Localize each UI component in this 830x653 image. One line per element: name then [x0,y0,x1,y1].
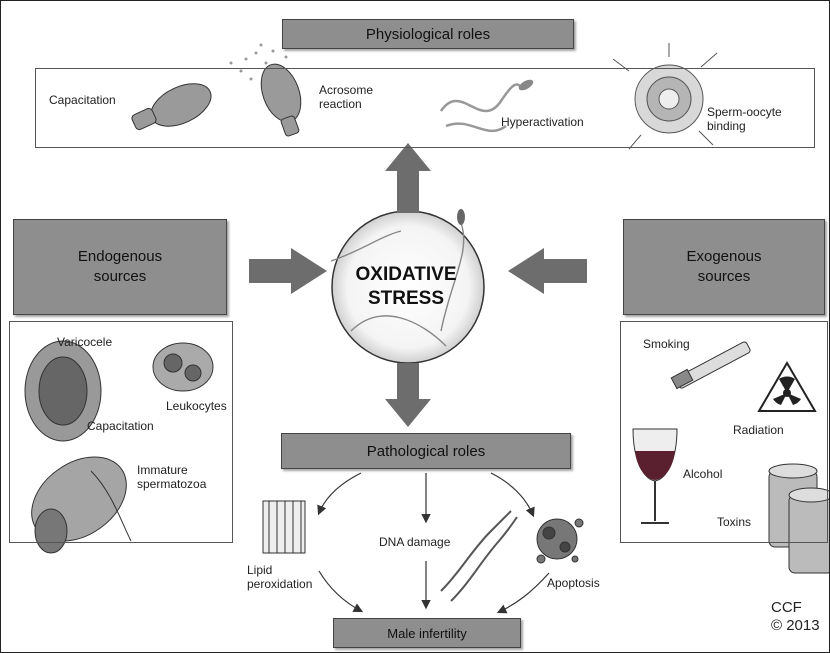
acrosome-icon [260,63,302,137]
oxidative-stress-label: OXIDATIVE STRESS [355,264,457,309]
exogenous-sources-box: Exogenous sources [623,219,825,315]
lipid-bilayer-icon [262,500,306,554]
hyperactivation-label: Hyperactivation [501,115,584,129]
sperm-head-icon [131,83,212,131]
radiation-icon [757,361,817,412]
wine-glass-icon [632,428,678,524]
acrosome-dots-icon [229,43,288,81]
exogenous-panel [620,321,828,543]
lipid-peroxidation-label: Lipid peroxidation [247,563,313,591]
endogenous-panel [9,321,233,543]
arrow-down-icon [385,363,431,427]
varicocele-label: Varicocele [57,335,113,349]
acrosome-reaction-label: Acrosome reaction [319,83,374,111]
dna-damage-label: DNA damage [379,535,451,549]
smoking-label: Smoking [643,337,690,351]
apoptosis-label: Apoptosis [547,576,600,590]
dna-helix-icon [440,510,518,602]
varicocele-icon [24,340,102,442]
sperm-oocyte-binding-label: Sperm-oocyte binding [707,105,782,133]
male-infertility-box: Male infertility [333,618,521,648]
apoptosis-cell-icon [536,518,584,564]
alcohol-label: Alcohol [683,467,723,481]
physiological-roles-panel [35,68,815,148]
hyperactivation-icon [439,79,534,133]
radiation-label: Radiation [733,423,784,437]
endogenous-capacitation-label: Capacitation [87,419,154,433]
leukocytes-label: Leukocytes [166,399,227,413]
ccf-credit: CCF © 2013 [771,599,820,634]
leukocyte-icon [152,342,214,392]
sperm-illustrations [330,209,465,347]
barrel-icon [768,463,829,574]
arrow-up-icon [385,143,431,213]
endogenous-sources-box: Endogenous sources [13,219,227,315]
cigarette-icon [670,341,751,390]
arrow-left-icon [508,248,587,294]
toxins-label: Toxins [717,515,752,529]
pathological-roles-header: Pathological roles [281,433,571,469]
capacitation-label: Capacitation [49,93,116,107]
oocyte-icon [612,43,718,150]
physiological-roles-header: Physiological roles [282,19,574,49]
immature-spermatozoa-label: Immature spermatozoa [137,463,207,491]
arrow-right-icon [249,248,327,294]
